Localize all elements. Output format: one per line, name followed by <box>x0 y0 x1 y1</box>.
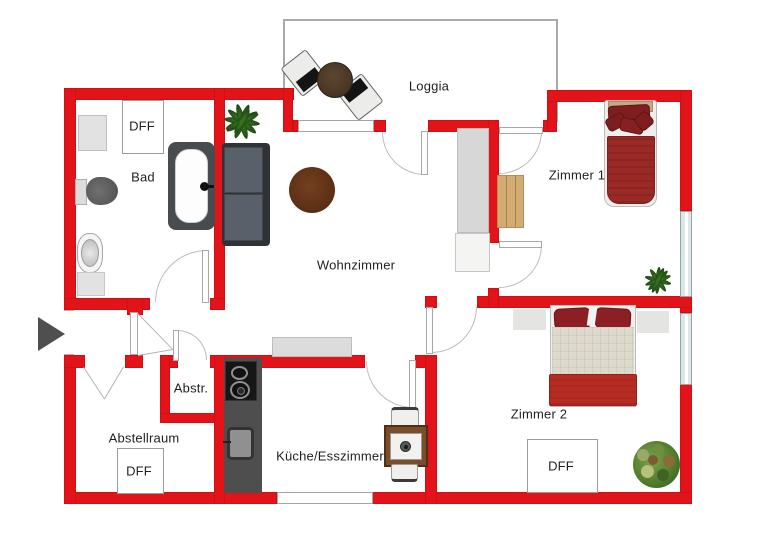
bad-dff-box <box>122 100 164 154</box>
wall-kitchen-right <box>425 355 437 504</box>
wall-top-right <box>547 90 692 102</box>
wall-kitchen-left <box>214 355 225 504</box>
room-label-loggia: Loggia <box>408 78 450 94</box>
wall-bottom-b <box>371 492 692 504</box>
wall-top-left <box>64 88 294 100</box>
abstr-door-arc <box>177 330 207 360</box>
sideboard-icon <box>272 337 352 357</box>
room-label-zimmer2: Zimmer 2 <box>510 406 568 422</box>
zimmer2-dff-box <box>527 439 598 493</box>
wall-hall-a <box>64 355 85 368</box>
bad-cabinet-icon <box>78 115 107 151</box>
kueche-door-leaf <box>409 360 416 408</box>
zimmer1-top-door-leaf <box>499 127 543 134</box>
stove-burner-small <box>231 366 248 380</box>
loggia-table-icon <box>317 62 353 98</box>
stove-burner-inner <box>237 387 245 395</box>
sofa-cushion-b <box>224 194 263 241</box>
bedside-rug-right <box>637 311 669 333</box>
abstr-door-leaf <box>173 330 179 361</box>
loggia-window <box>298 120 374 132</box>
wall-bad-right <box>214 88 225 310</box>
bed1-blanket <box>607 136 655 204</box>
zimmer2-door-arc <box>431 307 477 353</box>
bad-sink-bowl <box>81 239 99 267</box>
kitchen-sink-icon <box>227 427 254 460</box>
bad-door-leaf <box>202 250 209 303</box>
room-label-zimmer1: Zimmer 1 <box>548 167 606 183</box>
bad-door-arc <box>155 250 207 302</box>
entry-door-leaf <box>130 312 138 355</box>
wall-jog-left <box>283 88 293 132</box>
wall-hall-nub <box>127 298 143 315</box>
room-label-wohnzimmer: Wohnzimmer <box>316 257 396 273</box>
zimmer1-door-leaf <box>499 241 542 248</box>
kueche-door-arc <box>366 361 413 408</box>
wall-wz-z1-b <box>488 288 499 308</box>
room-label-kueche: Küche/Esszimmer <box>276 448 384 464</box>
bed2-blanket-mid <box>552 327 634 376</box>
zimmer1-window <box>680 211 692 297</box>
wall-bad-bottom-b <box>210 298 225 310</box>
wall-left-b <box>64 355 76 504</box>
plate-center <box>404 445 408 449</box>
zimmer2-window <box>680 313 692 385</box>
room-label-bad: Bad <box>131 169 155 185</box>
abstellraum-dff-label: DFF <box>126 463 152 479</box>
kitchen-sink-faucet <box>223 441 231 443</box>
entry-opening <box>64 310 74 355</box>
zimmer1-top-door-arc <box>499 131 542 174</box>
loggia-door-leaf <box>421 131 428 175</box>
wall-bottom-a <box>64 492 277 504</box>
room-label-abstr: Abstr. <box>173 380 209 396</box>
wall-left-a <box>64 88 76 310</box>
dining-chair-top <box>391 407 419 427</box>
wall-abstr-left <box>160 355 170 423</box>
zimmer2-door-leaf <box>426 307 433 354</box>
bathtub-faucet-icon <box>200 182 209 191</box>
wood-dresser-icon <box>497 175 524 228</box>
abstellraum-dff-box <box>117 448 164 494</box>
round-rug-icon <box>289 167 335 213</box>
kitchen-window <box>277 492 373 504</box>
wall-loggia-a <box>293 120 298 132</box>
zimmer2-dff-label: DFF <box>548 458 574 474</box>
wall-right-c <box>680 383 692 504</box>
toilet-icon <box>86 177 118 205</box>
bedside-rug-left <box>513 309 546 330</box>
wall-hall-c <box>168 355 178 368</box>
abstellraum-door-line2 <box>104 366 124 399</box>
wall-hall-b <box>125 355 143 368</box>
wall-right-a <box>680 90 692 211</box>
bad-dff-label: DFF <box>129 118 155 134</box>
wall-abstr-bottom <box>160 413 225 423</box>
wall-divider-b <box>477 296 692 308</box>
loggia-door-arc <box>382 132 425 175</box>
zimmer2-plant-icon <box>633 441 680 488</box>
wall-loggia-b <box>372 120 386 132</box>
wall-wz-z1-a <box>488 120 499 243</box>
shelf-cabinet-icon <box>457 128 489 233</box>
dining-chair-bottom <box>391 464 418 482</box>
wall-jog-right <box>547 90 557 132</box>
zimmer1-door-arc <box>499 245 542 288</box>
entrance-arrow-icon <box>38 317 65 351</box>
sofa-cushion-a <box>224 147 263 193</box>
entry-door-line <box>137 313 173 350</box>
wall-divider-a <box>425 296 437 308</box>
bed2-blanket-foot <box>549 374 637 406</box>
abstellraum-door-line <box>83 367 105 400</box>
room-label-abstellraum: Abstellraum <box>108 430 180 446</box>
bathtub-faucet-stub <box>206 185 214 188</box>
bad-cabinet2-icon <box>77 272 105 296</box>
lowboard-icon <box>455 233 490 272</box>
